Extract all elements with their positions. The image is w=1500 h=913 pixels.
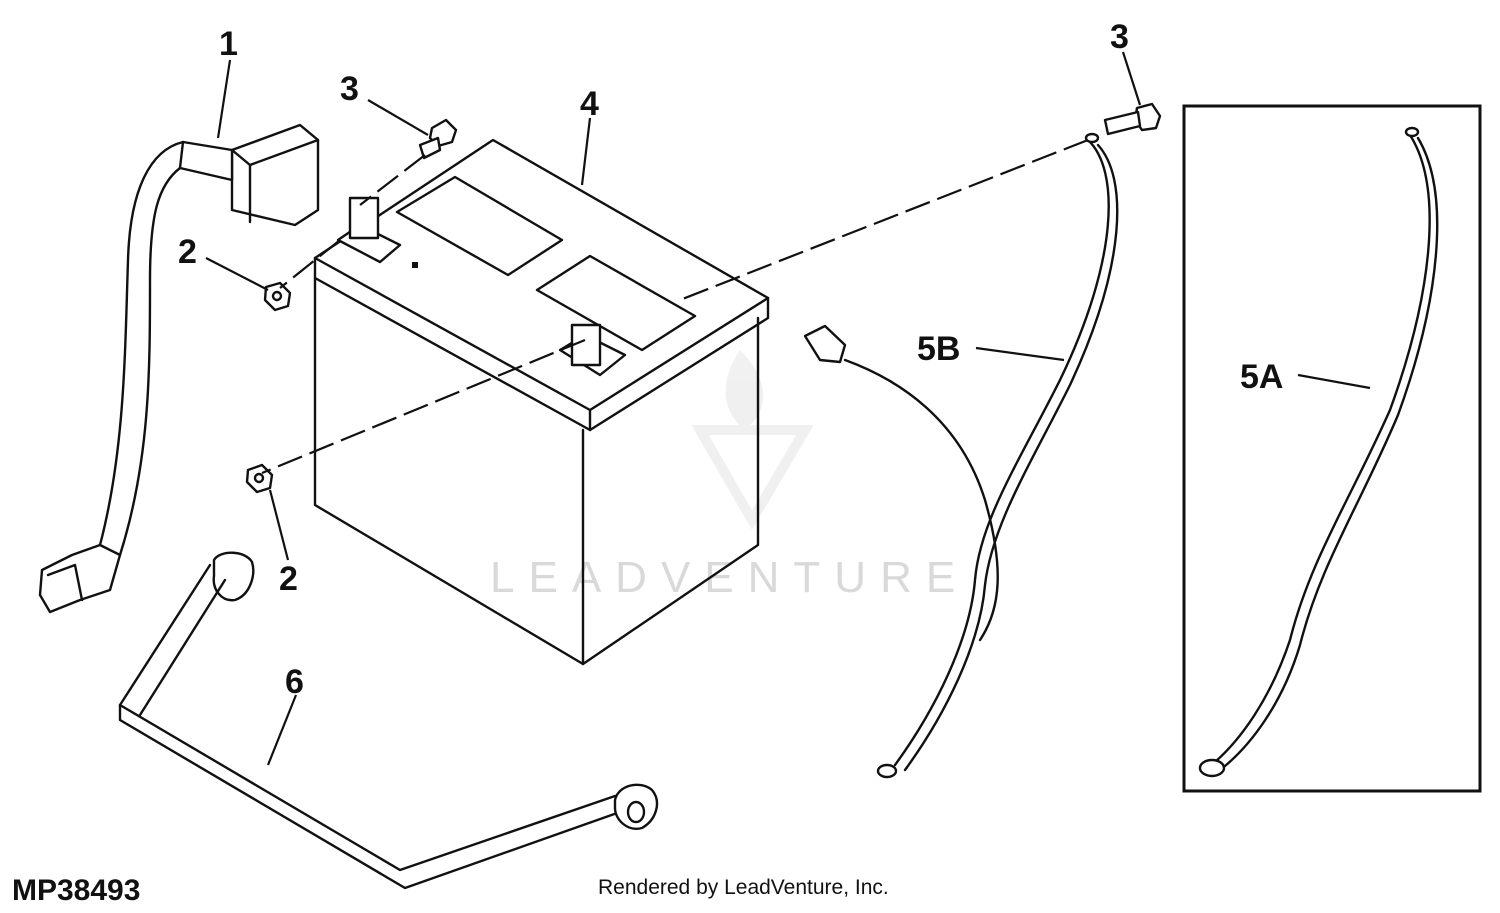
callout-4: 4 bbox=[580, 85, 599, 123]
callout-6: 6 bbox=[285, 663, 304, 701]
callout-5b: 5B bbox=[917, 330, 960, 368]
callout-2-upper: 2 bbox=[178, 233, 197, 271]
inset-box-5a bbox=[1182, 104, 1482, 793]
cable-5b bbox=[803, 132, 1119, 779]
callout-2-lower: 2 bbox=[279, 560, 298, 598]
nut-upper bbox=[263, 281, 292, 312]
callout-3-left: 3 bbox=[340, 70, 359, 108]
callout-3-right: 3 bbox=[1110, 18, 1129, 56]
credit-text: Rendered by LeadVenture, Inc. bbox=[598, 876, 889, 899]
nut-lower bbox=[245, 463, 274, 494]
leader-lines bbox=[205, 51, 1371, 766]
assembly-lines bbox=[261, 138, 1089, 475]
battery bbox=[313, 138, 770, 666]
bolt-right bbox=[1103, 102, 1162, 136]
bolt-left bbox=[418, 118, 458, 160]
watermark-logo-icon bbox=[691, 350, 814, 530]
callout-5a: 5A bbox=[1240, 358, 1283, 396]
figure-id: MP38493 bbox=[12, 874, 140, 907]
watermark-text: LEADVENTURE bbox=[490, 553, 969, 602]
callout-1: 1 bbox=[219, 25, 238, 63]
watermark: LEADVENTURE bbox=[490, 350, 969, 602]
hold-down-rod bbox=[118, 551, 659, 890]
terminal-cover-cable bbox=[38, 123, 320, 614]
